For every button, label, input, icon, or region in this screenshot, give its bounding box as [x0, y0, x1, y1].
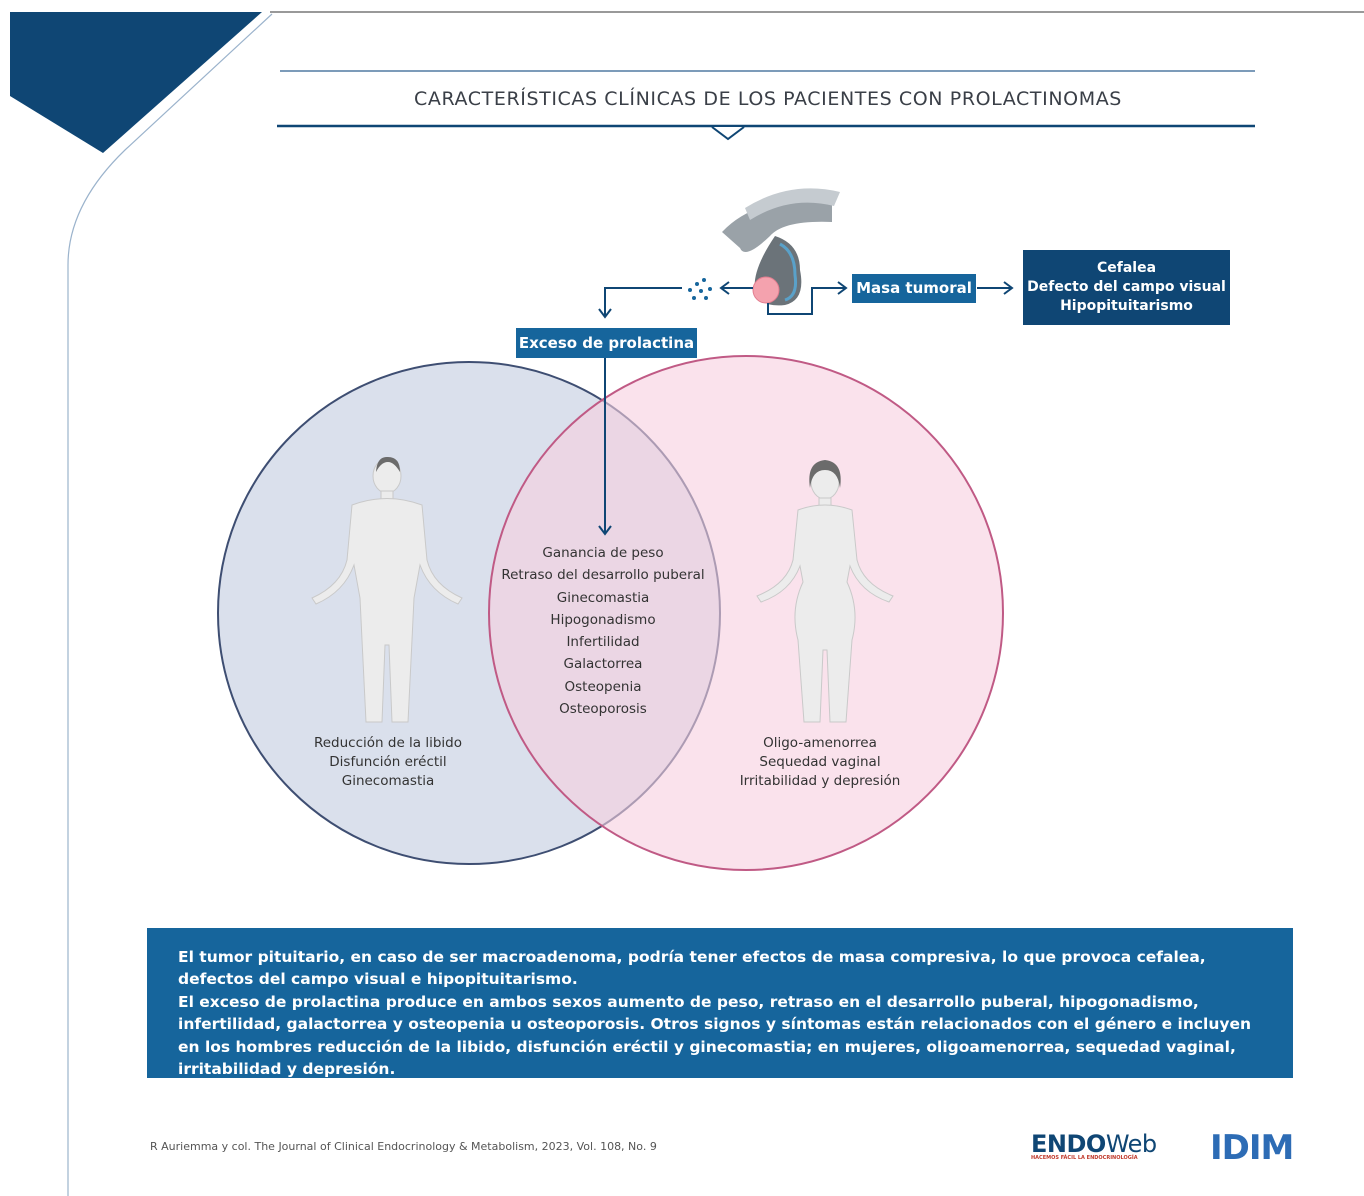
male-effect-item: Disfunción eréctil: [329, 754, 447, 770]
endoweb-logo-light: Web: [1105, 1130, 1157, 1158]
citation: R Auriemma y col. The Journal of Clinica…: [150, 1140, 657, 1153]
summary-paragraph-2: El exceso de prolactina produce en ambos…: [178, 992, 1252, 1079]
endoweb-logo-bold: ENDO: [1031, 1130, 1106, 1158]
shared-effect-item: Ganancia de peso: [542, 545, 664, 561]
female-effect-item: Irritabilidad y depresión: [739, 773, 901, 789]
mass-effect-item: Hipopituitarismo: [1060, 298, 1193, 314]
male-effect-item: Reducción de la libido: [313, 735, 463, 751]
connector-arrows: [598, 281, 1014, 536]
male-effects-list: Reducción de la libido Disfunción erécti…: [288, 734, 488, 791]
male-figure: [311, 456, 463, 723]
mass-effect-item: Cefalea: [1096, 260, 1157, 276]
shared-effects-list: Ganancia de peso Retraso del desarrollo …: [485, 542, 721, 720]
shared-effect-item: Retraso del desarrollo puberal: [501, 567, 705, 584]
shared-effect-item: Osteopenia: [564, 678, 642, 695]
shared-effect-item: Infertilidad: [566, 634, 640, 651]
female-effect-item: Sequedad vaginal: [759, 754, 881, 770]
shared-effect-item: Ginecomastia: [556, 589, 650, 606]
female-figure: [756, 460, 894, 723]
mass-label: Masa tumoral: [852, 274, 976, 303]
title-chevron: [711, 126, 745, 141]
summary-paragraph-1: El tumor pituitario, en caso de ser macr…: [178, 948, 1206, 989]
page-title: CARACTERÍSTICAS CLÍNICAS DE LOS PACIENTE…: [414, 88, 1122, 110]
shared-effect-item: Hipogonadismo: [550, 611, 656, 628]
endoweb-tagline: HACEMOS FÁCIL LA ENDOCRINOLOGÍA: [1031, 1155, 1138, 1161]
endoweb-logo: ENDOWeb HACEMOS FÁCIL LA ENDOCRINOLOGÍA: [1031, 1130, 1157, 1161]
female-effects-list: Oligo-amenorrea Sequedad vaginal Irritab…: [720, 734, 920, 791]
mass-effect-item: Defecto del campo visual: [1027, 279, 1226, 295]
frame-line: [67, 13, 273, 1196]
shared-effect-item: Osteoporosis: [559, 701, 647, 718]
female-effect-item: Oligo-amenorrea: [763, 735, 877, 751]
hormone-dots-icon: [688, 278, 712, 300]
idim-logo: IDIM: [1210, 1128, 1294, 1168]
female-circle: [488, 355, 1004, 871]
mass-effects-box: Cefalea Defecto del campo visual Hipopit…: [1023, 250, 1230, 325]
summary-box: El tumor pituitario, en caso de ser macr…: [147, 928, 1293, 1078]
prolactin-label: Exceso de prolactina: [516, 328, 697, 358]
pituitary-illustration: [722, 188, 840, 306]
corner-triangle: [10, 12, 262, 153]
shared-effect-item: Galactorrea: [563, 656, 643, 673]
male-effect-item: Ginecomastia: [341, 773, 435, 789]
